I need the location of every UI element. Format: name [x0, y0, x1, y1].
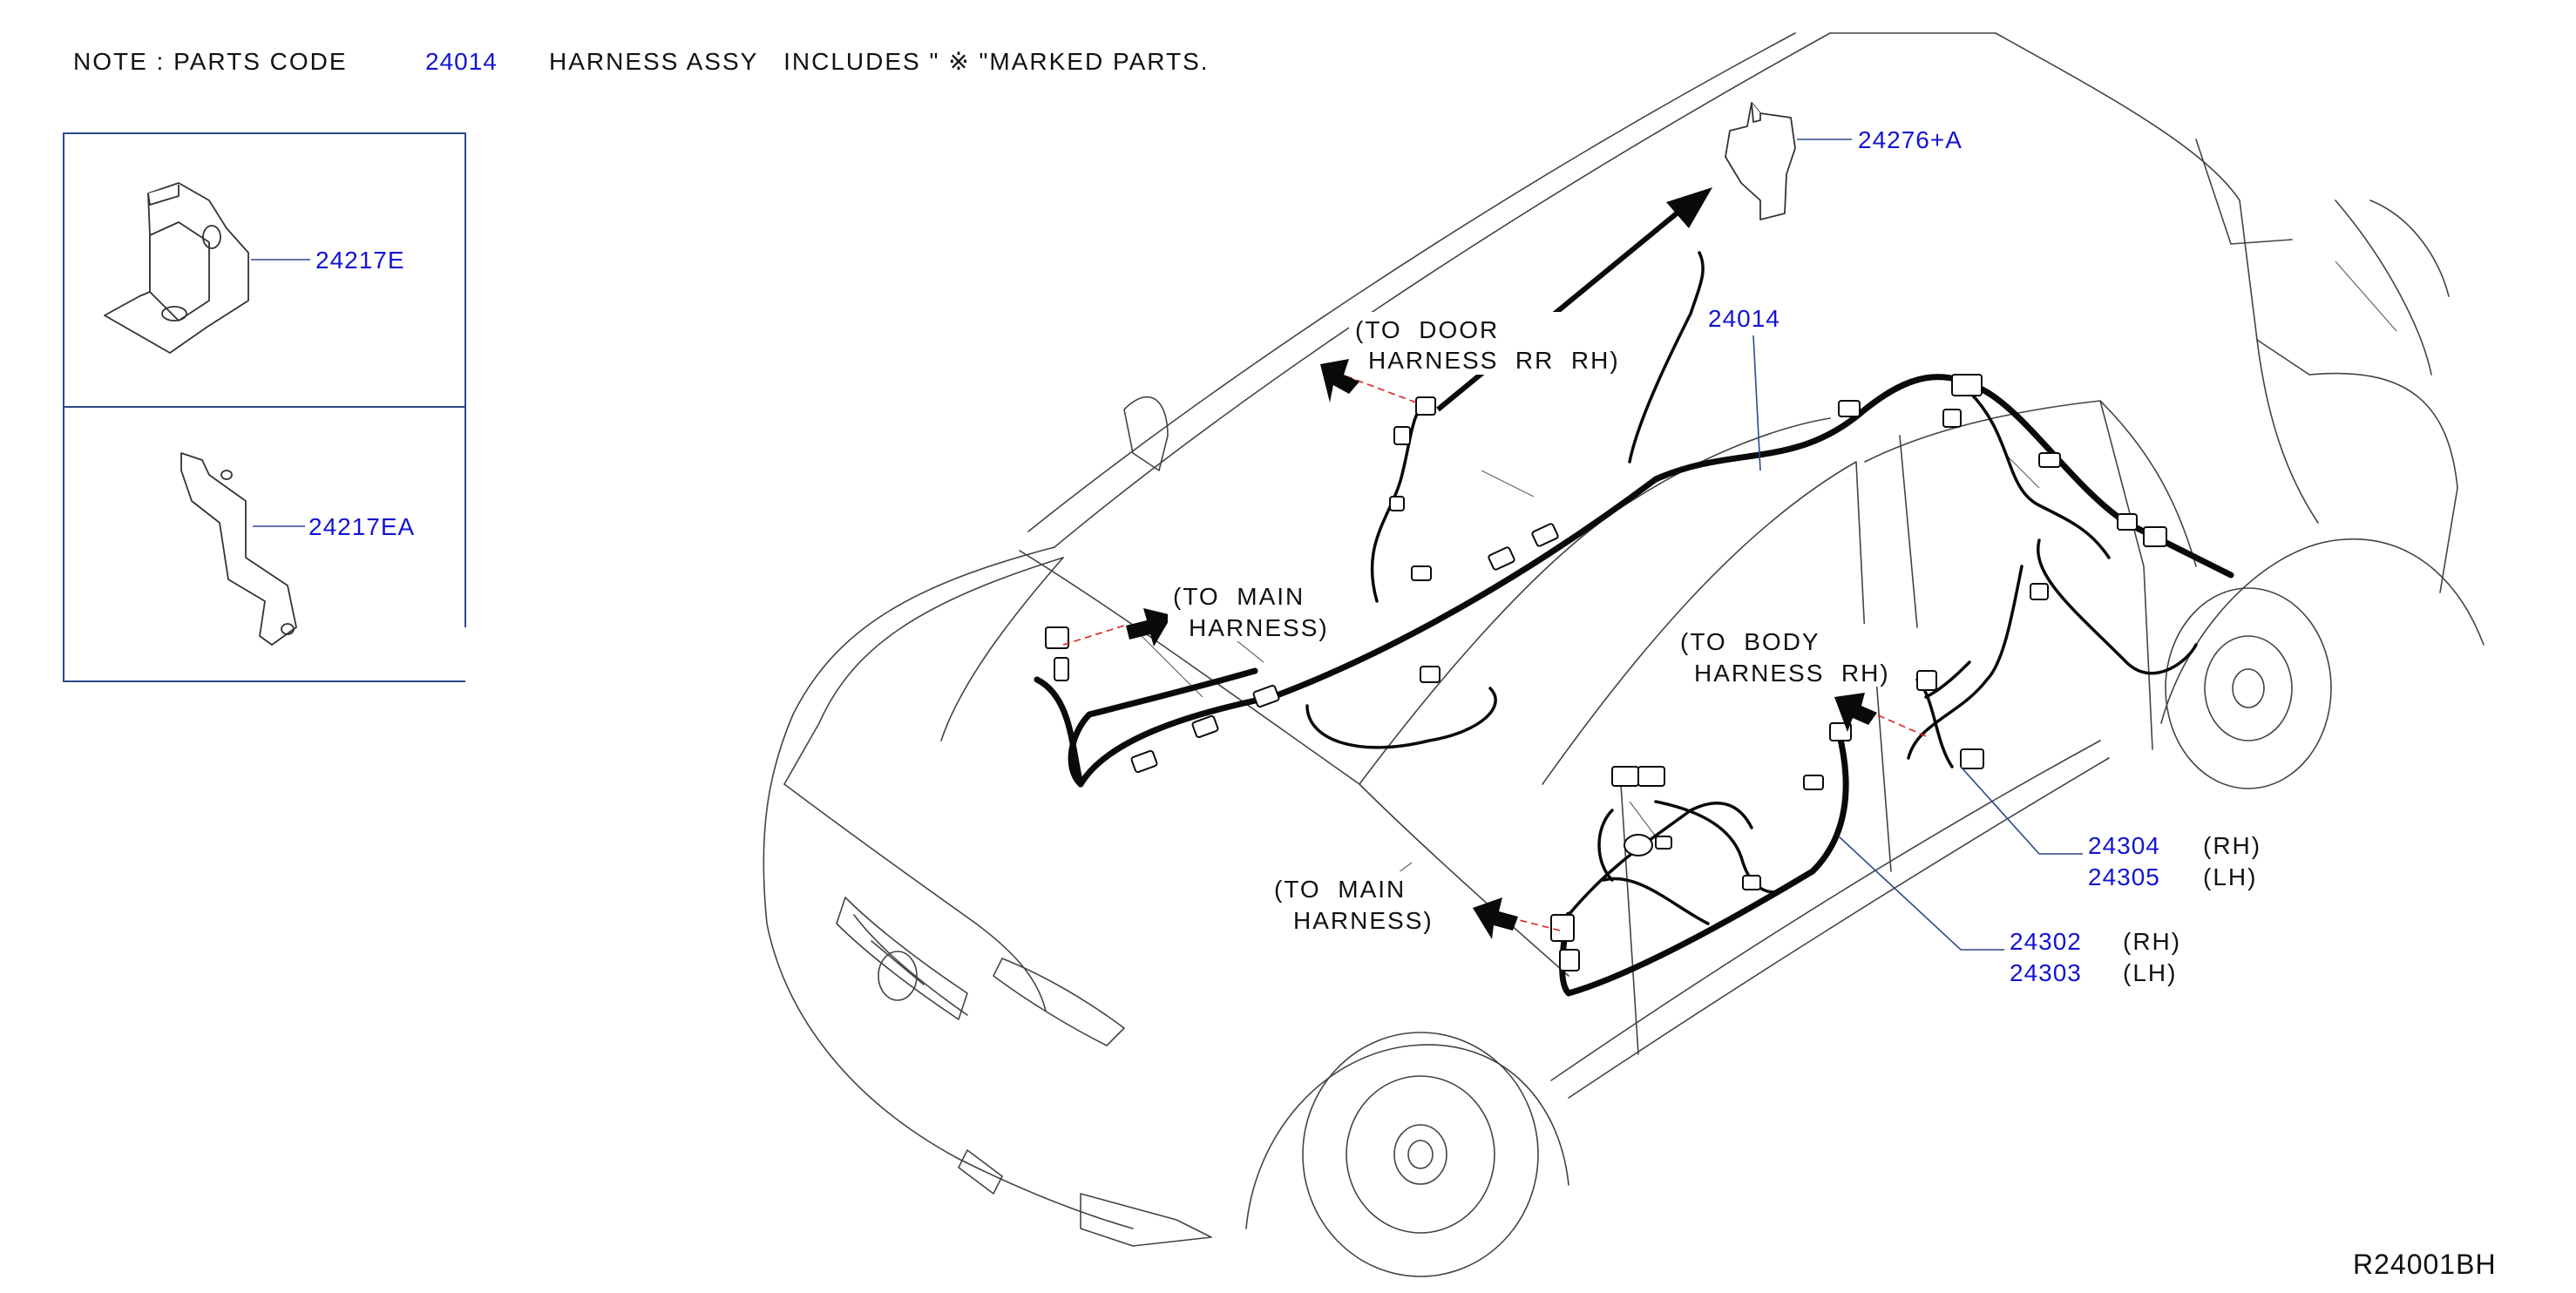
arrow-head-24276A — [1666, 187, 1712, 228]
vehicle-outline — [763, 32, 2484, 1277]
part-link-24303[interactable]: 24303 — [2010, 959, 2082, 986]
red-dash-door — [1341, 374, 1417, 403]
drawing-id: R24001BH — [2353, 1249, 2497, 1280]
note-line: NOTE : PARTS CODE 24014 HARNESS ASSY INC… — [73, 48, 1210, 75]
leader-24304 — [1960, 766, 2083, 855]
arrow-to-main-harness-top — [1126, 608, 1172, 646]
label-bg-main-bottom — [1269, 871, 1426, 936]
leader-24014 — [1752, 335, 1761, 471]
label-to-main-bottom-line2: HARNESS) — [1293, 907, 1434, 934]
label-to-main-top-line2: HARNESS) — [1189, 614, 1329, 641]
side-24304: (RH) — [2203, 832, 2261, 859]
red-dash-main-top — [1062, 625, 1125, 646]
note-part-code-link[interactable]: 24014 — [425, 48, 498, 75]
arrow-to-main-harness-bottom — [1473, 897, 1518, 939]
arrow-to-door-harness — [1320, 359, 1359, 403]
part-link-24305[interactable]: 24305 — [2088, 863, 2160, 890]
wiring-harness-24014 — [1034, 251, 2234, 997]
part-link-24217E[interactable]: 24217E — [315, 247, 405, 274]
bracket-24217EA-drawing — [180, 452, 297, 646]
label-to-door-line1: (TO DOOR — [1355, 316, 1499, 343]
label-to-body-line1: (TO BODY — [1680, 628, 1820, 655]
label-bg-door — [1349, 312, 1619, 375]
part-link-24217EA[interactable]: 24217EA — [308, 513, 415, 540]
part-link-24014[interactable]: 24014 — [1708, 305, 1780, 332]
side-24302: (RH) — [2123, 928, 2181, 955]
leader-24302 — [1838, 836, 2004, 951]
note-prefix: NOTE : PARTS CODE — [73, 48, 348, 75]
label-to-main-bottom-line1: (TO MAIN — [1274, 876, 1406, 903]
part-link-24276A[interactable]: 24276+A — [1858, 126, 1963, 153]
label-to-door-line2: HARNESS RR RH) — [1368, 347, 1620, 374]
label-to-body-harness: (TO BODY HARNESS RH) — [1673, 624, 1900, 687]
label-to-main-harness-bottom: (TO MAIN HARNESS) — [1269, 871, 1434, 936]
label-to-body-line2: HARNESS RH) — [1694, 660, 1890, 687]
arrow-to-body-harness — [1834, 693, 1877, 732]
note-text: HARNESS ASSY INCLUDES " ※ "MARKED PARTS. — [549, 48, 1210, 75]
part-link-24304[interactable]: 24304 — [2088, 832, 2160, 859]
side-24303: (LH) — [2123, 959, 2177, 986]
bracket-24217E-drawing — [104, 182, 249, 354]
inset-panel: 24217E 24217EA — [63, 132, 466, 682]
label-to-door-harness: (TO DOOR HARNESS RR RH) — [1349, 312, 1620, 375]
label-bg-main-top — [1168, 579, 1325, 641]
bracket-24276A-drawing — [1725, 102, 1796, 220]
arrow-to-24276A — [1436, 206, 1684, 412]
label-to-main-top-line1: (TO MAIN — [1173, 583, 1305, 610]
side-24305: (LH) — [2203, 863, 2257, 890]
label-bg-body — [1673, 624, 1900, 687]
label-to-main-harness-top: (TO MAIN HARNESS) — [1168, 579, 1329, 641]
part-link-24302[interactable]: 24302 — [2010, 928, 2082, 955]
